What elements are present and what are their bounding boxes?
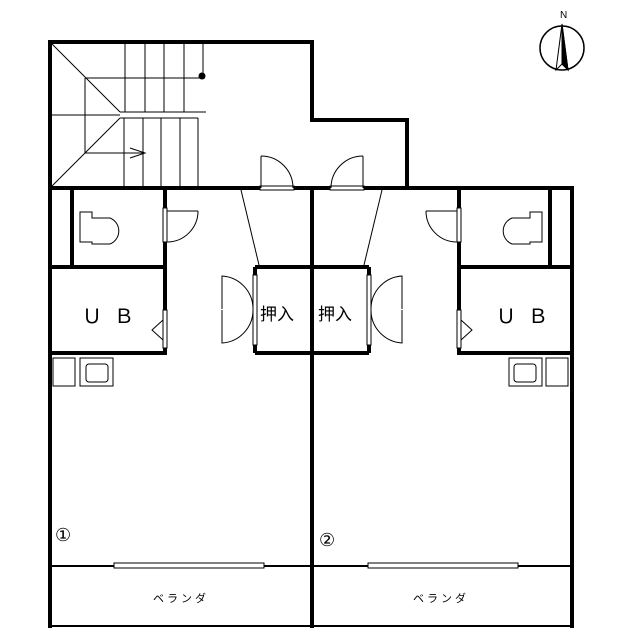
unit1-closet-label: 押入	[260, 305, 294, 325]
unit2-bath-label: ＵＢ	[496, 304, 560, 328]
walls	[48, 40, 574, 628]
unit1-number: ①	[55, 525, 72, 546]
unit2-closet-label: 押入	[318, 305, 352, 325]
unit1-bath-label: ＵＢ	[82, 304, 146, 328]
toilet-doors[interactable]	[151, 207, 473, 349]
entrance-doors[interactable]	[240, 155, 383, 266]
north-compass-icon	[539, 23, 585, 72]
windows	[113, 562, 519, 569]
closet-doors[interactable]	[221, 274, 403, 346]
toilets	[79, 211, 543, 245]
unit2-number: ②	[319, 530, 336, 551]
kitchen-sinks	[52, 357, 569, 387]
unit1-veranda-label: ベランダ	[153, 592, 209, 605]
staircase	[49, 41, 206, 189]
north-label: N	[560, 10, 568, 21]
unit2-veranda-label: ベランダ	[413, 592, 469, 605]
